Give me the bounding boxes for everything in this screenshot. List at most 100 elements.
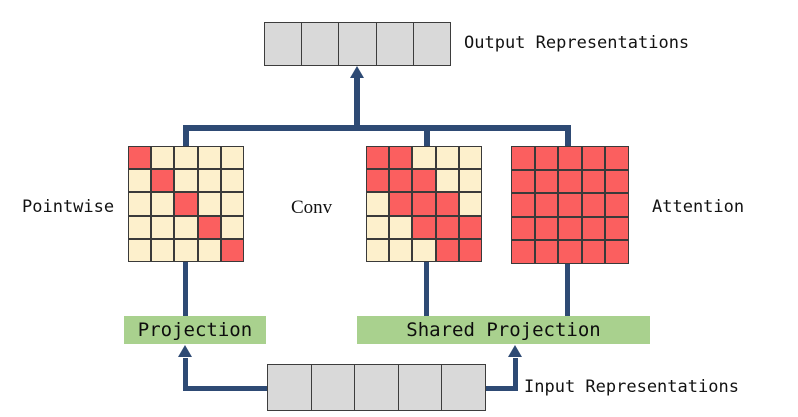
input-left-v [183,358,188,391]
pointwise-matrix [128,146,244,262]
pointwise-cell-1-2 [174,169,198,193]
pointwise-cell-2-0 [128,192,152,216]
input-token-cell [268,365,312,410]
pointwise-cell-1-4 [220,169,244,193]
pointwise-cell-1-0 [128,169,152,193]
conv-cell-2-0 [366,192,390,216]
shared-projection-box[interactable]: Shared Projection [357,316,650,344]
pointwise-cell-1-3 [197,169,221,193]
attention-cell-4-2 [558,240,582,264]
output-token-cell [414,23,450,65]
conv-label: Conv [291,197,333,218]
conv-cell-3-1 [389,215,413,239]
input-token-cell [355,365,399,410]
conv-cell-2-1 [389,192,413,216]
attention-cell-0-2 [558,146,582,170]
pointwise-cell-2-1 [151,192,175,216]
conv-cell-0-4 [458,146,482,170]
shared-projection-box-label: Shared Projection [406,319,601,341]
attention-cell-2-3 [581,193,606,217]
conv-cell-4-1 [389,238,413,262]
input-left-arrowhead [178,345,192,357]
output-arrow-shaft [354,78,360,130]
attention-cell-1-0 [511,169,535,194]
input-right-v [513,358,518,391]
pointwise-cell-3-2 [174,215,198,239]
conv-cell-1-1 [389,169,413,193]
input-representations-box [267,364,486,411]
output-representations-label: Output Representations [464,33,690,53]
output-representations-box [264,22,451,66]
pointwise-cell-0-0 [128,146,152,170]
conv-matrix [366,146,482,262]
pointwise-cell-2-4 [220,192,244,216]
attention-cell-1-1 [534,169,559,194]
input-right-arrowhead [508,345,522,357]
conv-cell-2-2 [412,192,436,216]
pointwise-cell-0-1 [151,146,175,170]
input-token-cell [312,365,356,410]
attention-cell-0-3 [581,146,606,170]
conv-cell-0-2 [412,146,436,170]
conv-cell-2-3 [435,192,459,216]
conv-cell-2-4 [458,192,482,216]
output-token-cell [302,23,340,65]
conv-cell-4-4 [458,238,482,262]
conv-cell-1-3 [435,169,459,193]
pointwise-cell-2-3 [197,192,221,216]
conv-cell-0-1 [389,146,413,170]
projection-box[interactable]: Projection [124,316,266,344]
conv-cell-3-4 [458,215,482,239]
conv-cell-4-2 [412,238,436,262]
pointwise-cell-1-1 [151,169,175,193]
attention-cell-1-4 [605,169,629,194]
attention-cell-2-2 [558,193,582,217]
conv-cell-3-0 [366,215,390,239]
attention-cell-4-3 [581,240,606,264]
conv-cell-4-0 [366,238,390,262]
pointwise-cell-4-2 [174,238,198,262]
output-token-cell [265,23,303,65]
attention-cell-2-0 [511,193,535,217]
attention-up-stub [565,125,571,148]
input-token-cell [399,365,443,410]
pointwise-cell-3-4 [220,215,244,239]
conv-cell-0-3 [435,146,459,170]
conv-cell-4-3 [435,238,459,262]
attention-cell-2-1 [534,193,559,217]
merge-bar [183,125,571,131]
conv-cell-1-0 [366,169,390,193]
attention-cell-1-3 [581,169,606,194]
input-representations-label: Input Representations [524,377,739,397]
pointwise-cell-4-4 [220,238,244,262]
pointwise-cell-3-3 [197,215,221,239]
attention-down-line [565,264,570,316]
input-token-cell [442,365,485,410]
conv-cell-0-0 [366,146,390,170]
pointwise-cell-4-0 [128,238,152,262]
attention-cell-2-4 [605,193,629,217]
conv-cell-3-2 [412,215,436,239]
conv-down-line [424,262,429,316]
attention-cell-4-4 [605,240,629,264]
attention-cell-0-0 [511,146,535,170]
pointwise-cell-2-2 [174,192,198,216]
pointwise-label: Pointwise [22,197,115,217]
conv-cell-3-3 [435,215,459,239]
input-left-h [183,386,271,391]
attention-cell-3-1 [534,216,559,241]
attention-matrix [511,146,629,264]
output-token-cell [339,23,377,65]
output-token-cell [377,23,414,65]
attention-cell-3-4 [605,216,629,241]
pointwise-cell-0-2 [174,146,198,170]
projection-box-label: Projection [137,319,253,341]
attention-cell-3-0 [511,216,535,241]
attention-label: Attention [652,197,745,217]
attention-cell-0-1 [534,146,559,170]
attention-cell-0-4 [605,146,629,170]
attention-cell-3-2 [558,216,582,241]
attention-cell-4-0 [511,240,535,264]
pointwise-cell-0-3 [197,146,221,170]
